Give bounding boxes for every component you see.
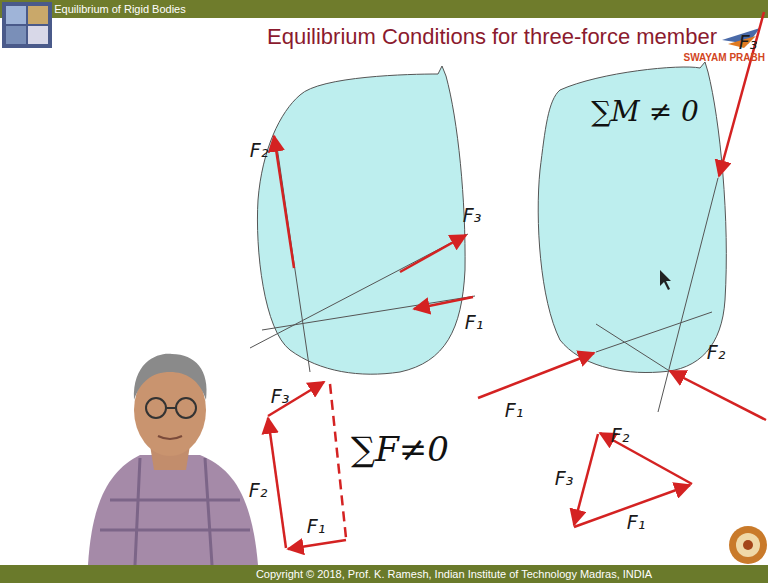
force-polygon	[268, 382, 346, 549]
force-label: F₁	[465, 312, 484, 333]
mouse-cursor	[660, 270, 671, 290]
moment-equation: ∑M ≠ 0	[591, 97, 699, 128]
lines-of-action	[250, 140, 475, 372]
force-equation: ∑F≠0	[351, 431, 449, 468]
force-label: F₁	[307, 516, 326, 537]
force-label: F₃	[739, 32, 758, 53]
force-arrows	[478, 12, 766, 420]
force-label: F₂	[249, 480, 268, 501]
slide-title: Equilibrium Conditions for three-force m…	[267, 25, 717, 49]
institute-seal	[729, 526, 767, 564]
force-label: F₃	[463, 205, 482, 226]
logo-text: SWAYAM PRABH	[684, 52, 766, 63]
force-arrows	[274, 136, 473, 309]
force-label: F₃	[555, 468, 574, 489]
force-label: F₂	[250, 140, 269, 161]
force-label: F₂	[707, 342, 726, 363]
left-logo	[2, 2, 52, 48]
force-label: F₂	[611, 425, 630, 446]
copyright-note: Copyright © 2018, Prof. K. Ramesh, India…	[256, 568, 652, 580]
top-bar	[0, 0, 768, 18]
force-label: F₁	[505, 400, 524, 421]
bottom-bar	[0, 565, 768, 583]
lines-of-action	[596, 178, 718, 412]
rigid-body	[538, 62, 726, 373]
lecturer	[88, 354, 258, 565]
force-label: F₃	[271, 386, 290, 407]
course-name: Equilibrium of Rigid Bodies	[54, 3, 185, 15]
force-label: F₁	[627, 512, 646, 533]
